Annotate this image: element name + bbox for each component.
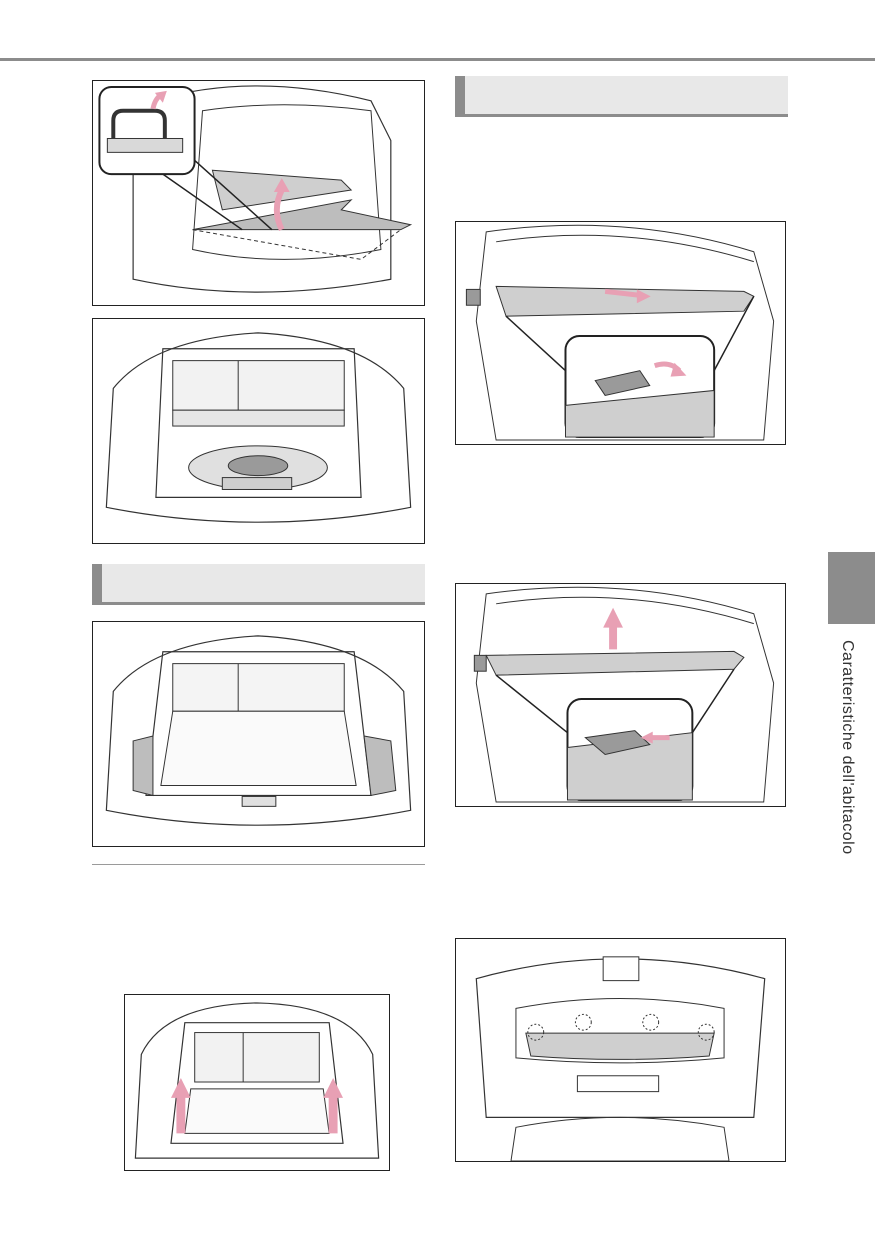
top-rule — [0, 58, 875, 61]
section-header-bar — [92, 564, 102, 602]
section-header-left — [92, 564, 425, 605]
section-header-right — [455, 76, 788, 117]
cover-removal-illustration — [473, 586, 775, 803]
cargo-area-illustration — [105, 635, 412, 826]
side-panels-illustration — [134, 1002, 380, 1159]
chapter-tab-label: Caratteristiche dell'abitacolo — [839, 640, 856, 855]
figure-cargo-floor — [92, 318, 425, 544]
figure-cover-hook — [455, 221, 786, 445]
section-header-bar — [455, 76, 465, 114]
cover-lift-illustration — [98, 85, 413, 293]
back-door-illustration — [475, 956, 766, 1161]
section-header-rule — [455, 114, 788, 117]
figure-side-panels — [124, 994, 390, 1171]
chapter-tab[interactable] — [828, 552, 875, 624]
figure-cover-lift — [92, 80, 425, 306]
figure-cargo-area — [92, 621, 425, 847]
thin-divider — [92, 864, 425, 865]
figure-cover-removal — [455, 583, 786, 807]
cover-hook-illustration — [465, 224, 775, 441]
cargo-floor-illustration — [105, 332, 412, 523]
figure-back-door — [455, 938, 786, 1162]
section-header-rule — [92, 602, 425, 605]
